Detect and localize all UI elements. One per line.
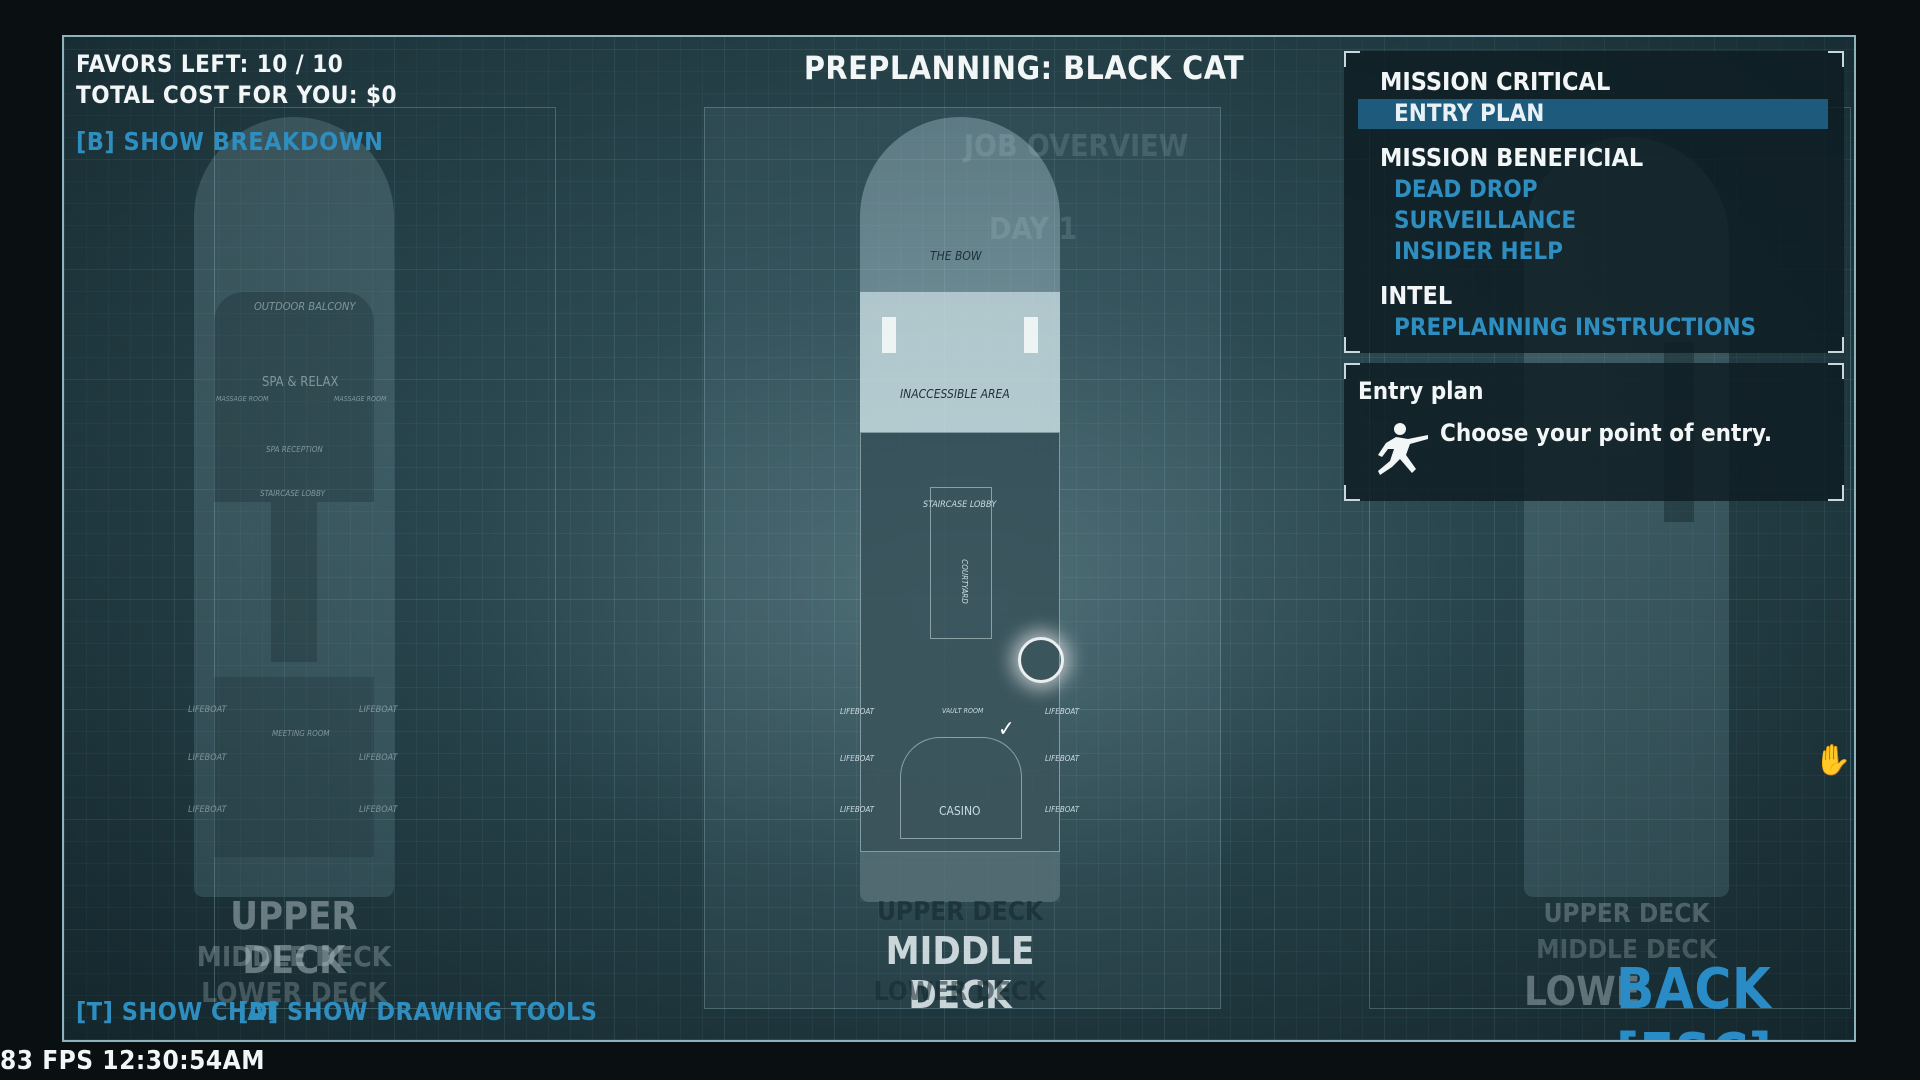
- room-courtyard: COURTYARD: [959, 559, 969, 604]
- room-lifeboat: LIFEBOAT: [840, 754, 875, 763]
- room-massage-2: MASSAGE ROOM: [334, 395, 387, 403]
- center-deck-upper[interactable]: UPPER DECK: [876, 897, 1044, 927]
- room-the-bow: THE BOW: [930, 249, 982, 263]
- preplanning-menu: MISSION CRITICAL ENTRY PLAN MISSION BENE…: [1344, 51, 1844, 353]
- selected-row-highlight: [1358, 99, 1828, 129]
- right-deck-lower[interactable]: LOWE: [1524, 969, 1641, 1015]
- center-deck-middle[interactable]: MIDDLE DECK: [885, 929, 1035, 1017]
- room-lifeboat: LIFEBOAT: [840, 805, 875, 814]
- category-mission-critical: MISSION CRITICAL: [1380, 67, 1611, 96]
- menu-item-dead-drop[interactable]: DEAD DROP: [1394, 175, 1538, 203]
- upper-deck-map[interactable]: OUTDOOR BALCONY SPA & RELAX MASSAGE ROOM…: [188, 117, 398, 897]
- room-lifeboat: LIFEBOAT: [840, 707, 875, 716]
- category-mission-beneficial: MISSION BENEFICIAL: [1380, 143, 1644, 172]
- favors-left: FAVORS LEFT: 10 / 10: [76, 50, 344, 78]
- bow-pillar-left: [882, 317, 896, 353]
- bow-pillar-right: [1024, 317, 1038, 353]
- room-meeting: MEETING ROOM: [272, 729, 330, 738]
- upper-corridor: [271, 502, 317, 662]
- room-lifeboat: LIFEBOAT: [1045, 707, 1080, 716]
- right-deck-upper[interactable]: UPPER DECK: [1543, 899, 1710, 929]
- back-button[interactable]: BACK [ESC]: [1616, 957, 1772, 1040]
- room-spa-relax: SPA & RELAX: [262, 375, 339, 390]
- room-staircase-lobby-upper: STAIRCASE LOBBY: [260, 489, 326, 498]
- left-deck-upper[interactable]: UPPER DECK: [230, 894, 358, 982]
- casino-area: [900, 737, 1022, 839]
- running-soldier-icon: [1370, 419, 1432, 481]
- page-title: PREPLANNING: BLACK CAT: [803, 49, 1245, 87]
- middle-deck-map[interactable]: THE BOW INACCESSIBLE AREA STAIRCASE LOBB…: [840, 117, 1079, 902]
- description-text: Choose your point of entry.: [1440, 419, 1773, 447]
- right-deck-selector: UPPER DECK MIDDLE DECK LOWE: [1524, 899, 1729, 1039]
- center-deck-selector: UPPER DECK MIDDLE DECK LOWER DECK: [860, 897, 1060, 1037]
- room-lifeboat: LIFEBOAT: [359, 705, 398, 715]
- description-title: Entry plan: [1358, 377, 1484, 405]
- left-deck-middle[interactable]: MIDDLE DECK: [196, 940, 392, 973]
- inaccessible-area: [860, 292, 1060, 432]
- room-lifeboat: LIFEBOAT: [1045, 754, 1080, 763]
- checkmark-icon: ✓: [998, 717, 1015, 742]
- total-cost: TOTAL COST FOR YOU: $0: [76, 81, 398, 109]
- hand-cursor-icon: ✋: [1814, 743, 1852, 778]
- room-massage-1: MASSAGE ROOM: [216, 395, 269, 403]
- room-lifeboat: LIFEBOAT: [359, 753, 398, 763]
- meeting-block: [214, 677, 374, 857]
- left-deck-lower[interactable]: LOWER DECK: [201, 976, 387, 1009]
- room-outdoor-balcony: OUTDOOR BALCONY: [254, 300, 356, 313]
- room-spa-reception: SPA RECEPTION: [266, 445, 323, 454]
- courtyard-area: [930, 487, 992, 639]
- room-lifeboat: LIFEBOAT: [1045, 805, 1080, 814]
- entry-point-marker[interactable]: [1018, 637, 1064, 683]
- menu-item-surveillance[interactable]: SURVEILLANCE: [1394, 206, 1577, 234]
- left-deck-selector: UPPER DECK MIDDLE DECK LOWER DECK: [194, 892, 394, 1032]
- menu-item-entry-plan[interactable]: ENTRY PLAN: [1394, 99, 1545, 127]
- lower-stern-area: [860, 852, 1060, 902]
- room-lifeboat: LIFEBOAT: [359, 805, 398, 815]
- right-deck-middle[interactable]: MIDDLE DECK: [1536, 935, 1717, 965]
- category-intel: INTEL: [1380, 281, 1453, 310]
- description-panel: Entry plan Choose your point of entry.: [1344, 363, 1844, 501]
- map-column-left: [214, 107, 556, 1009]
- room-inaccessible-area: INACCESSIBLE AREA: [900, 387, 1010, 401]
- menu-item-insider-help[interactable]: INSIDER HELP: [1394, 237, 1563, 265]
- room-casino: CASINO: [939, 804, 981, 818]
- room-lifeboat: LIFEBOAT: [188, 805, 227, 815]
- room-vault: VAULT ROOM: [942, 707, 984, 715]
- menu-item-preplanning-instructions[interactable]: PREPLANNING INSTRUCTIONS: [1394, 313, 1757, 341]
- center-deck-lower[interactable]: LOWER DECK: [873, 977, 1047, 1007]
- room-staircase-lobby: STAIRCASE LOBBY: [923, 500, 997, 510]
- show-drawing-tools-button[interactable]: [D] SHOW DRAWING TOOLS: [238, 997, 598, 1026]
- room-lifeboat: LIFEBOAT: [188, 705, 227, 715]
- show-chat-button[interactable]: [T] SHOW CHAT: [76, 997, 280, 1026]
- preplanning-map-frame: OUTDOOR BALCONY SPA & RELAX MASSAGE ROOM…: [62, 35, 1856, 1042]
- spa-block: [214, 292, 374, 502]
- show-breakdown-button[interactable]: [B] SHOW BREAKDOWN: [76, 127, 384, 156]
- room-lifeboat: LIFEBOAT: [188, 753, 227, 763]
- fps-time-readout: 83 FPS 12:30:54AM: [0, 1046, 266, 1076]
